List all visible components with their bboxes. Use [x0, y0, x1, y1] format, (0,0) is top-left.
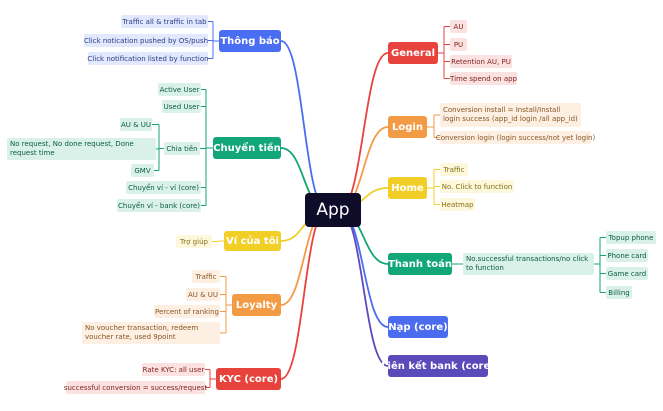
- leaf-au[interactable]: AU: [450, 20, 467, 33]
- branch-loyalty[interactable]: Loyalty: [232, 294, 281, 316]
- branch-login[interactable]: Login: [388, 116, 427, 138]
- leaf-chuyen-vi-bank[interactable]: Chuyển ví - bank (core): [117, 199, 201, 212]
- branch-home[interactable]: Home: [388, 177, 427, 199]
- branch-general[interactable]: General: [388, 42, 438, 64]
- branch-nap[interactable]: Nạp (core): [388, 316, 448, 338]
- connector-branch-nap: [338, 209, 389, 328]
- leaf-home-traffic[interactable]: Traffic: [440, 163, 468, 176]
- leaf-pu[interactable]: PU: [450, 38, 467, 51]
- leaf-no-request[interactable]: No request, No done request, Done reques…: [7, 138, 156, 160]
- leaf-no-click[interactable]: No. Click to function: [440, 180, 514, 193]
- leaf-billing[interactable]: Billing: [606, 286, 632, 299]
- leaf-chia-tien[interactable]: Chia tiền: [164, 142, 200, 155]
- leaf-tro-giup[interactable]: Trợ giúp: [176, 235, 212, 248]
- connector-branch-general: [338, 52, 389, 211]
- leaf-rate-kyc[interactable]: Rate KYC: all user: [142, 363, 205, 376]
- branch-vi-cua-toi[interactable]: Ví của tôi: [224, 231, 281, 251]
- leaf-conversion-login[interactable]: Conversion login (login success/not yet …: [436, 131, 595, 144]
- branch-lien-ket-bank[interactable]: Liên kết bank (core): [381, 355, 495, 377]
- root-node-app[interactable]: App: [305, 193, 361, 227]
- leaf-gmv[interactable]: GMV: [131, 164, 154, 177]
- leaf-no-voucher[interactable]: No voucher transaction, redeem voucher r…: [82, 322, 220, 344]
- leaf-percent-ranking[interactable]: Percent of ranking: [154, 305, 220, 318]
- leaf-conversion-install[interactable]: Conversion install = Install/Install log…: [440, 103, 581, 127]
- leaf-phone-card[interactable]: Phone card: [606, 249, 648, 262]
- leaf-heatmap[interactable]: Heatmap: [440, 198, 475, 211]
- branch-thong-bao[interactable]: Thông báo: [219, 30, 281, 52]
- leaf-click-pushed[interactable]: Click notication pushed by OS/push: [84, 34, 208, 47]
- leaf-topup-phone[interactable]: Topup phone: [606, 231, 656, 244]
- connector-branch-kyc: [280, 209, 328, 380]
- leaf-chuyen-vi-vi[interactable]: Chuyển ví - ví (core): [126, 181, 201, 194]
- leaf-au-uu[interactable]: AU & UU: [120, 118, 152, 131]
- branch-thanh-toan[interactable]: Thanh toán: [388, 253, 452, 275]
- leaf-retention[interactable]: Retention AU, PU: [450, 55, 512, 68]
- branch-kyc[interactable]: KYC (core): [216, 368, 281, 390]
- leaf-game-card[interactable]: Game card: [606, 267, 648, 280]
- connector-branch-thong-bao: [280, 40, 328, 211]
- leaf-time-spend[interactable]: Time spend on app: [450, 72, 517, 85]
- leaf-traffic-all[interactable]: Traffic all & traffic in tab: [121, 15, 208, 28]
- leaf-loyalty-au-uu[interactable]: AU & UU: [186, 288, 220, 301]
- leaf-click-listed[interactable]: Click notification listed by function: [87, 52, 209, 65]
- leaf-active-user[interactable]: Active User: [158, 83, 201, 96]
- leaf-successful-conversion[interactable]: successful conversion = success/request: [64, 381, 207, 394]
- connector-branch-lien-ket-bank: [338, 209, 389, 367]
- leaf-used-user[interactable]: Used User: [162, 100, 201, 113]
- branch-chuyen-tien[interactable]: Chuyển tiền: [213, 137, 281, 159]
- leaf-successful-transactions[interactable]: No.successful transactions/no click to f…: [463, 253, 594, 275]
- leaf-loyalty-traffic[interactable]: Traffic: [192, 270, 220, 283]
